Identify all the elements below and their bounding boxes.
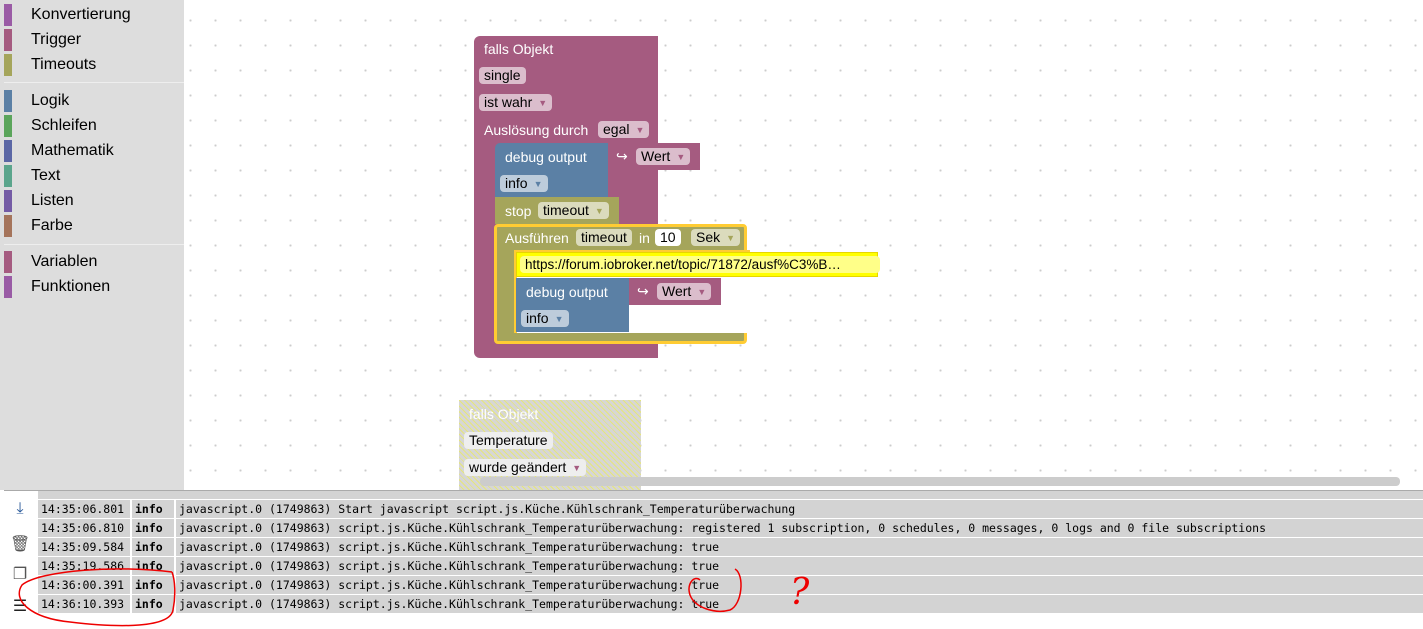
- unit-dropdown[interactable]: Sek▼: [691, 229, 741, 246]
- dropdown-arrow-icon: ▼: [594, 206, 604, 216]
- log-level: info: [132, 595, 174, 613]
- color-swatch: [4, 215, 12, 237]
- separator: [4, 82, 184, 83]
- dropdown-arrow-icon: ▼: [726, 233, 736, 243]
- color-swatch: [4, 4, 12, 26]
- category-variablen[interactable]: Variablen: [0, 250, 184, 274]
- log-message: javascript.0 (1749863) script.js.Küche.K…: [176, 557, 1423, 575]
- return-icon: ↪: [616, 148, 628, 164]
- stop-timeout-dropdown[interactable]: timeout▼: [538, 202, 609, 219]
- category-trigger[interactable]: Trigger: [0, 28, 184, 52]
- clear-log-icon[interactable]: 🗑: [10, 536, 31, 553]
- debug-title: debug output: [505, 149, 587, 165]
- log-message: javascript.0 (1749863) Start javascript …: [176, 500, 1423, 518]
- object-field[interactable]: Temperature: [464, 432, 553, 449]
- category-text[interactable]: Text: [0, 164, 184, 188]
- condition-dropdown[interactable]: ist wahr▼: [479, 94, 553, 111]
- log-level: info: [132, 538, 174, 556]
- color-swatch: [4, 54, 12, 76]
- category-mathematik[interactable]: Mathematik: [0, 139, 184, 163]
- log-message: javascript.0 (1749863) script.js.Küche.K…: [176, 576, 1423, 594]
- object-field[interactable]: single: [479, 67, 526, 84]
- log-message: javascript.0 (1749863) script.js.Küche.K…: [176, 519, 1423, 537]
- log-message: javascript.0 (1749863) script.js.Küche.K…: [176, 595, 1423, 613]
- log-level: info: [132, 519, 174, 537]
- timeout-label: Ausführen: [505, 230, 569, 246]
- timeout-name-field[interactable]: timeout: [576, 229, 632, 246]
- debug-title: debug output: [526, 284, 608, 300]
- toolbox-sidebar: Konvertierung Trigger Timeouts Logik Sch…: [0, 0, 184, 490]
- separator: [4, 244, 184, 245]
- value-dropdown[interactable]: Wert▼: [657, 283, 712, 300]
- log-level: info: [132, 500, 174, 518]
- log-row-partial: [38, 491, 1423, 499]
- category-listen[interactable]: Listen: [0, 189, 184, 213]
- trigger-by-label: Auslösung durch: [484, 122, 589, 138]
- in-label: in: [639, 230, 650, 246]
- color-swatch: [4, 140, 12, 162]
- log-time: 14:36:00.391: [38, 576, 130, 594]
- log-time: 14:35:06.810: [38, 519, 130, 537]
- log-level: info: [132, 557, 174, 575]
- log-message: javascript.0 (1749863) script.js.Küche.K…: [176, 538, 1423, 556]
- trigger-by-dropdown[interactable]: egal▼: [598, 121, 650, 138]
- category-konvertierung[interactable]: Konvertierung: [0, 3, 184, 27]
- dropdown-arrow-icon: ▼: [697, 287, 707, 297]
- condition-dropdown[interactable]: wurde geändert▼: [464, 459, 587, 476]
- log-time: 14:35:09.584: [38, 538, 130, 556]
- dropdown-arrow-icon: ▼: [572, 463, 582, 473]
- comment-text[interactable]: https://forum.iobroker.net/topic/71872/a…: [520, 256, 880, 273]
- color-swatch: [4, 165, 12, 187]
- stop-label: stop: [505, 203, 532, 219]
- return-icon: ↪: [637, 283, 649, 299]
- color-swatch: [4, 29, 12, 51]
- log-time: 14:35:19.586: [38, 557, 130, 575]
- color-swatch: [4, 276, 12, 298]
- category-funktionen[interactable]: Funktionen: [0, 275, 184, 299]
- dropdown-arrow-icon: ▼: [676, 152, 686, 162]
- scroll-to-bottom-icon[interactable]: ⤓: [16, 500, 24, 517]
- category-timeouts[interactable]: Timeouts: [0, 53, 184, 77]
- category-schleifen[interactable]: Schleifen: [0, 114, 184, 138]
- log-level: info: [132, 576, 174, 594]
- dropdown-arrow-icon: ▼: [635, 125, 645, 135]
- color-swatch: [4, 251, 12, 273]
- color-swatch: [4, 90, 12, 112]
- level-dropdown[interactable]: info▼: [500, 175, 548, 192]
- divider: [4, 490, 1423, 491]
- copy-icon[interactable]: ❐: [12, 566, 28, 583]
- category-farbe[interactable]: Farbe: [0, 214, 184, 238]
- blockly-workspace[interactable]: [184, 0, 1423, 490]
- dropdown-arrow-icon: ▼: [533, 179, 543, 189]
- wrap-lines-icon[interactable]: ☰: [12, 598, 28, 615]
- dropdown-arrow-icon: ▼: [554, 314, 564, 324]
- amount-field[interactable]: 10: [655, 229, 681, 246]
- level-dropdown[interactable]: info▼: [521, 310, 569, 327]
- horizontal-scrollbar[interactable]: [480, 477, 1400, 486]
- log-time: 14:35:06.801: [38, 500, 130, 518]
- log-time: 14:36:10.393: [38, 595, 130, 613]
- trigger-title: falls Objekt: [484, 41, 554, 57]
- value-dropdown[interactable]: Wert▼: [636, 148, 691, 165]
- color-swatch: [4, 115, 12, 137]
- color-swatch: [4, 190, 12, 212]
- trigger-title: falls Objekt: [469, 406, 539, 422]
- dropdown-arrow-icon: ▼: [538, 98, 548, 108]
- category-logik[interactable]: Logik: [0, 89, 184, 113]
